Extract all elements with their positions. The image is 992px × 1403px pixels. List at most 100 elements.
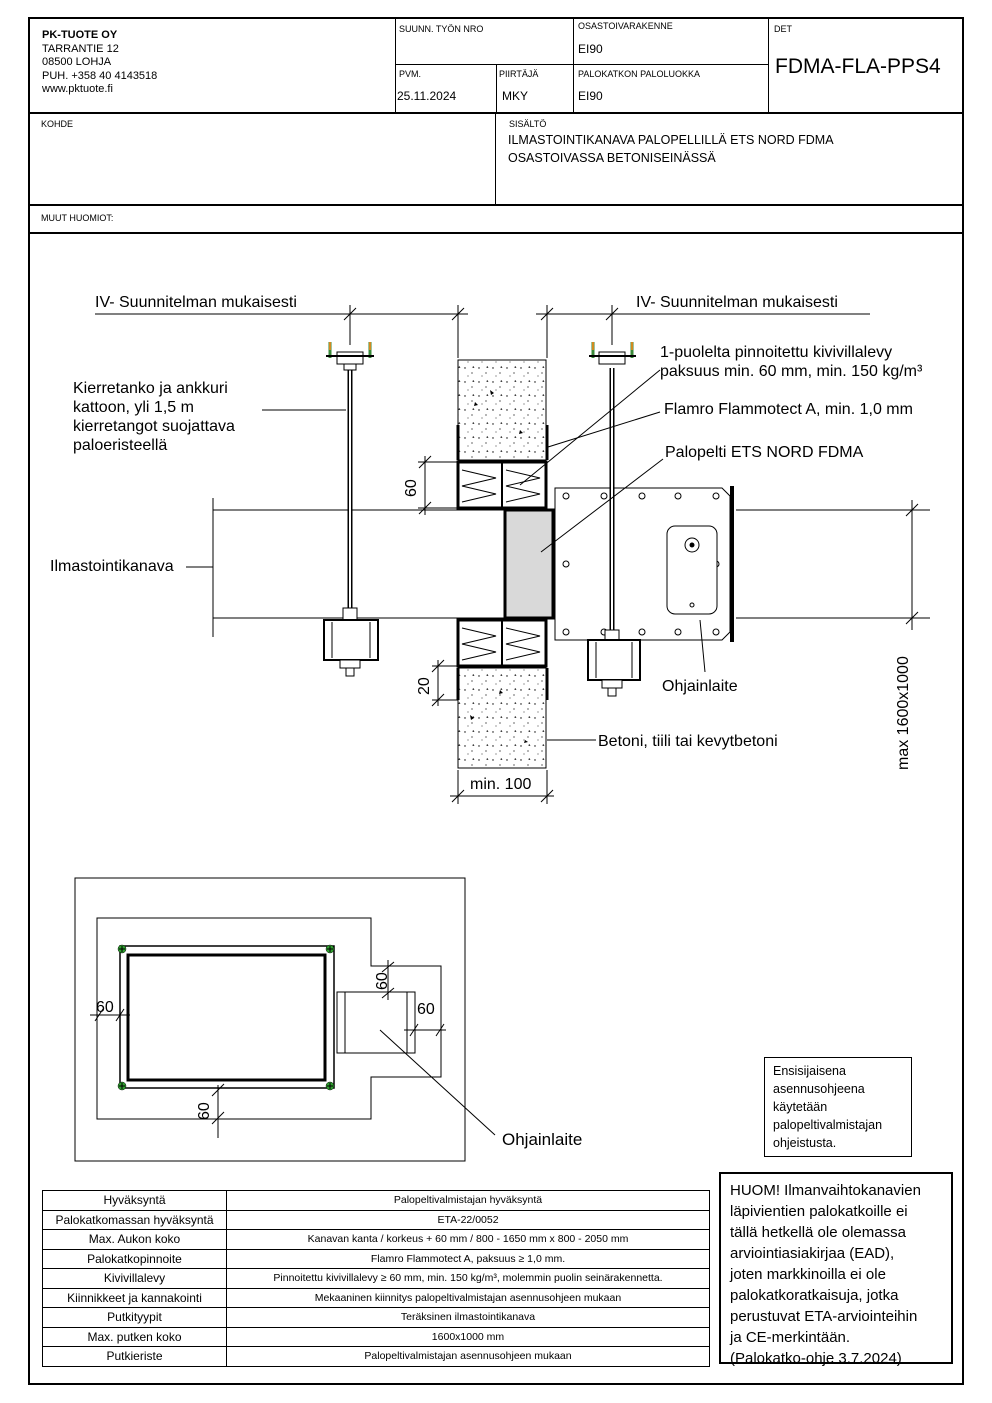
dimension-lines	[95, 305, 919, 804]
title-divider	[495, 113, 496, 205]
title-divider	[395, 64, 768, 65]
notes-label: MUUT HUOMIOT:	[41, 213, 114, 223]
note-line: ja CE-merkintään.	[730, 1329, 851, 1346]
note-line: tällä hetkellä ole olemassa	[730, 1224, 906, 1241]
date-value: 25.11.2024	[397, 89, 457, 103]
company-web: www.pktuote.fi	[42, 83, 113, 95]
corner-anchors	[117, 944, 335, 1091]
fire-class-label: PALOKATKON PALOLUOKKA	[578, 69, 701, 79]
threaded-rod-note-2: kattoon, yli 1,5 m	[73, 399, 194, 416]
note-line: käytetään	[773, 1100, 828, 1114]
title-divider	[28, 112, 964, 114]
spec-value: Flamro Flammotect A, paksuus ≥ 1,0 mm.	[226, 1248, 710, 1269]
actuator-label: Ohjainlaite	[662, 678, 738, 695]
fire-class-value: EI90	[578, 89, 603, 103]
content-label: SISÄLTÖ	[509, 119, 547, 129]
damper-label: Palopelti ETS NORD FDMA	[665, 444, 864, 461]
site-label: KOHDE	[41, 119, 74, 129]
company-street: TARRANTIE 12	[42, 42, 119, 55]
actuator-box	[666, 525, 718, 615]
dim-max-size: max 1600x1000	[895, 656, 912, 770]
drawer-label: PIIRTÄJÄ	[499, 69, 539, 79]
note-line: (Palokatko-ohje 3.7.2024)	[730, 1350, 902, 1367]
hanger-rod-right	[587, 342, 641, 697]
rock-wool-label-1: 1-puolelta pinnoitettu kivivillalevy	[660, 344, 892, 361]
spec-value: Palopeltivalmistajan hyväksyntä	[226, 1190, 710, 1211]
spec-key: Kivivillalevy	[42, 1268, 227, 1289]
note-line: Ensisijaisena	[773, 1064, 846, 1078]
note-line: joten markkinoilla ei ole	[730, 1266, 886, 1283]
title-divider	[28, 204, 964, 206]
spec-value: Kanavan kanta / korkeus + 60 mm / 800 - …	[226, 1229, 710, 1250]
iv-plan-left-label: IV- Suunnitelman mukaisesti	[95, 294, 297, 311]
huom-note: HUOM! Ilmanvaihtokanavien läpivientien p…	[719, 1172, 953, 1367]
spec-value: 1600x1000 mm	[226, 1326, 710, 1347]
content-description: ILMASTOINTIKANAVA PALOPELLILLÄ ETS NORD …	[508, 131, 834, 167]
note-line: palopeltivalmistajan	[773, 1118, 883, 1132]
leader-lines	[186, 369, 706, 741]
note-line: läpivientien palokatkoille ei	[730, 1203, 908, 1220]
drawer-value: MKY	[502, 89, 529, 103]
title-divider	[496, 64, 497, 112]
work-no-label: SUUNN. TYÖN NRO	[399, 24, 484, 34]
plan-dim-top: 60	[374, 972, 391, 990]
spec-key: Putkityypit	[42, 1307, 227, 1328]
spec-key: Palokatkopinnoite	[42, 1248, 227, 1269]
concrete-wall	[457, 359, 547, 769]
det-code: FDMA-FLA-PPS4	[775, 55, 941, 78]
title-divider	[28, 232, 964, 234]
primary-instruction-note: Ensisijaisena asennusohjeena käytetään p…	[764, 1057, 912, 1157]
det-label: DET	[774, 24, 792, 34]
spec-value: Pinnoitettu kivivillalevy ≥ 60 mm, min. …	[226, 1268, 710, 1289]
spec-value: Mekaaninen kiinnitys palopeltivalmistaja…	[226, 1287, 710, 1308]
note-line: perustuvat ETA-arviointeihin	[730, 1308, 918, 1325]
note-line: ohjeistusta.	[773, 1136, 837, 1150]
date-label: PVM.	[399, 69, 422, 79]
plan-drawing: 60 60 60 60 Ohjainlaite	[74, 877, 582, 1162]
spec-key: Putkieriste	[42, 1346, 227, 1367]
plan-dim-left: 60	[96, 999, 114, 1016]
dim-min100: min. 100	[470, 776, 531, 793]
spec-key: Max. Aukon koko	[42, 1229, 227, 1250]
company-phone: PUH. +358 40 4143518	[42, 69, 158, 82]
plan-dim-bottom: 60	[196, 1102, 213, 1120]
threaded-rod-note-3: kierretangot suojattava	[73, 418, 235, 435]
hanger-rod-left	[323, 342, 379, 677]
compartment-value: EI90	[578, 42, 603, 56]
note-line: asennusohjeena	[773, 1082, 865, 1096]
title-divider	[768, 17, 769, 112]
compartment-label: OSASTOIVARAKENNE	[578, 21, 673, 31]
plan-actuator-label: Ohjainlaite	[502, 1130, 582, 1149]
spec-key: Max. putken koko	[42, 1326, 227, 1347]
content-line-2: OSASTOIVASSA BETONISEINÄSSÄ	[508, 151, 716, 165]
plan-dim-right: 60	[417, 1001, 435, 1018]
fire-damper	[503, 486, 734, 642]
iv-plan-right-label: IV- Suunnitelman mukaisesti	[636, 294, 838, 311]
company-city: 08500 LOHJA	[42, 56, 112, 68]
rock-wool-board	[456, 460, 548, 668]
company-name: PK-TUOTE OY	[42, 29, 118, 41]
fire-coating	[456, 425, 549, 700]
note-line: palokatkoratkaisuja, jotka	[730, 1287, 899, 1304]
spec-key: Kiinnikkeet ja kannakointi	[42, 1287, 227, 1308]
spec-value: Teräksinen ilmastointikanava	[226, 1307, 710, 1328]
wall-material-label: Betoni, tiili tai kevytbetoni	[598, 733, 778, 750]
dim-20-section: 20	[416, 677, 433, 695]
dim-60-section: 60	[403, 479, 420, 497]
content-line-1: ILMASTOINTIKANAVA PALOPELLILLÄ ETS NORD …	[508, 133, 834, 147]
spec-key: Palokatkomassan hyväksyntä	[42, 1209, 227, 1230]
rock-wool-label-2: paksuus min. 60 mm, min. 150 kg/m³	[660, 363, 923, 380]
threaded-rod-note-4: paloeristeellä	[73, 437, 167, 454]
spec-value: Palopeltivalmistajan asennusohjeen mukaa…	[226, 1346, 710, 1367]
